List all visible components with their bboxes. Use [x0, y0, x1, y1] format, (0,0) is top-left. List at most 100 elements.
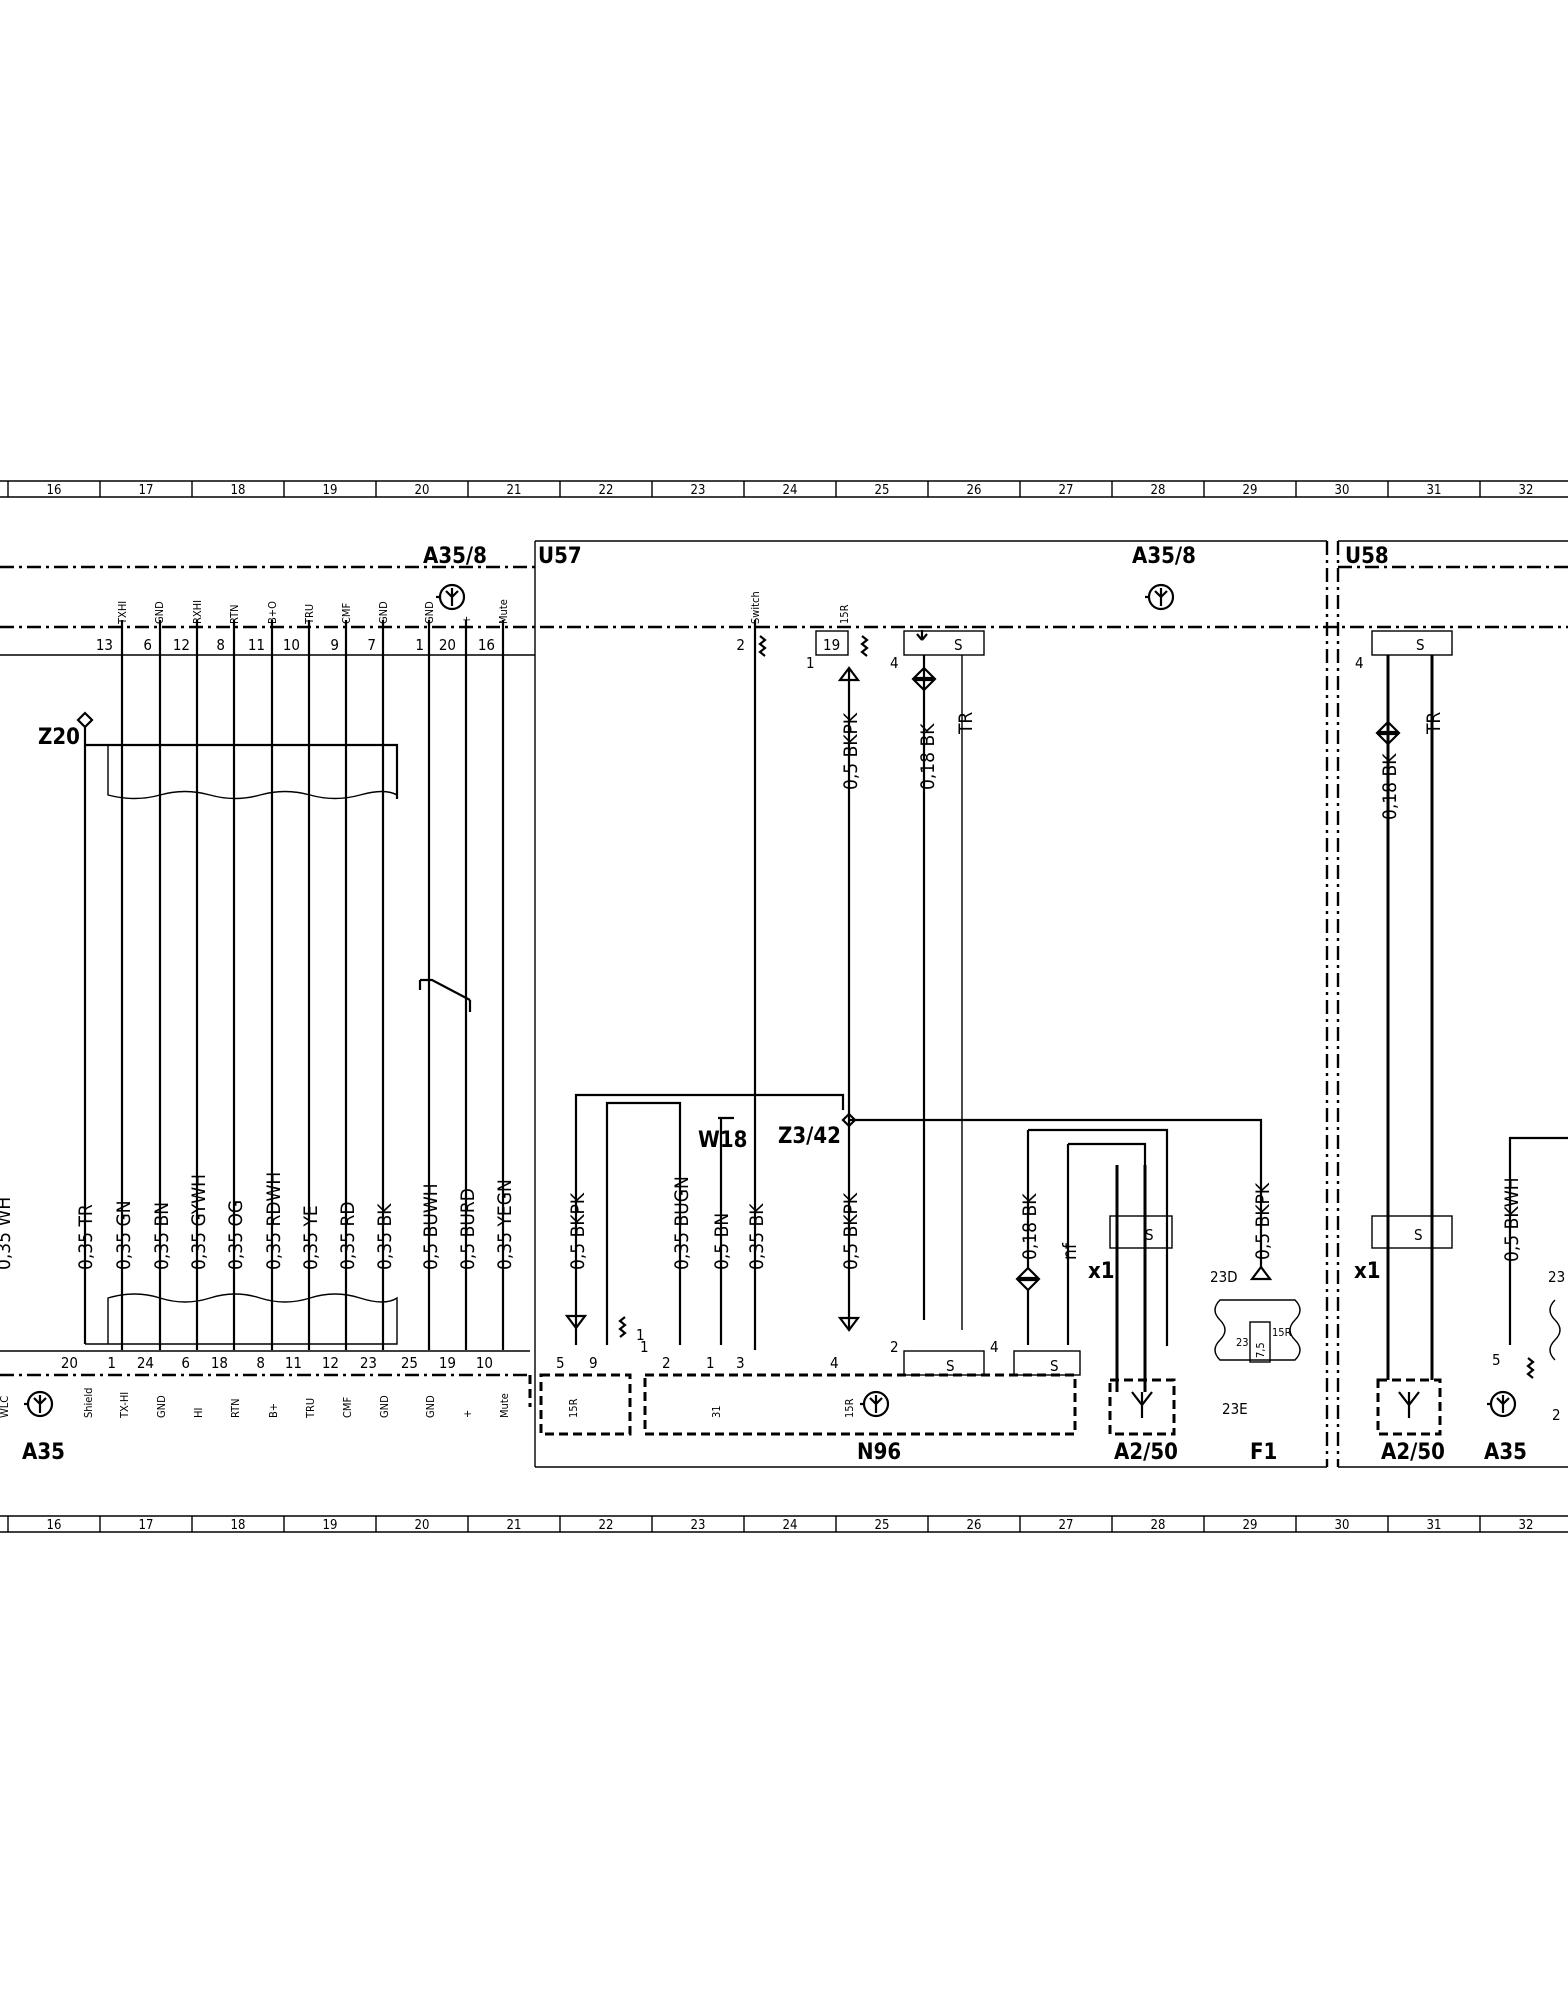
shield-pin: S [954, 636, 963, 654]
pin-name: 15R [843, 1398, 856, 1418]
fuse-icon: 23D 23E 23 7,5 15R [1210, 1268, 1301, 1418]
pin-number: 24 [137, 1354, 154, 1372]
z20-label: Z20 [38, 725, 80, 750]
wire-label: 0,18 BK [917, 723, 939, 790]
a35-8-pins: 13 TXHI 6 GND 12 RXHI 8 RTN 11 B+O 10 TR… [96, 599, 510, 655]
pin-number: 2 [662, 1354, 671, 1372]
pin-name: 15R [567, 1398, 580, 1418]
pin-name: + [460, 616, 473, 624]
f1-label: F1 [1250, 1440, 1277, 1465]
grid-col-label: 23 [691, 483, 706, 498]
pin-name: Mute [497, 599, 510, 624]
wire-labels-u58: 0,18 BK TR 0,5 BKWH [1379, 712, 1523, 1262]
u57-boundary [0, 540, 1568, 1468]
wire-label-partial: 0,35 WH [0, 1197, 15, 1270]
grid-col-label: 32 [1519, 483, 1534, 498]
grid-col-label: 18 [231, 1518, 246, 1533]
pin-number: 6 [143, 636, 152, 654]
wire-label: 0,35 BK [374, 1203, 396, 1270]
wire-label: 0,35 BK [746, 1203, 768, 1270]
pin-number: 1 [107, 1354, 116, 1372]
wire-label: 0,35 BN [151, 1202, 173, 1270]
pin-name: B+O [266, 601, 279, 624]
shield-pin: S [946, 1357, 955, 1375]
antenna-icon [1376, 1378, 1442, 1436]
x1-label-right: x1 [1354, 1259, 1381, 1284]
grid-col-label: 17 [139, 1518, 154, 1533]
coax-connector: S 4 [890, 630, 985, 672]
grid-col-label: 20 [415, 1518, 430, 1533]
pin-number: 19 [439, 1354, 456, 1372]
a2-50-label: A2/50 [1114, 1440, 1178, 1465]
grid-col-label: 28 [1151, 483, 1166, 498]
grid-col-label: 25 [875, 483, 890, 498]
wire-label: 0,5 BKPK [840, 1192, 862, 1270]
u58-label: U58 [1345, 544, 1389, 569]
pin-name: RXHI [191, 600, 204, 624]
pin-number: 5 [556, 1354, 565, 1372]
pin-name: TX-HI [118, 1392, 131, 1419]
wire-bundle-left [120, 655, 505, 1350]
grid-col-label: 31 [1427, 483, 1442, 498]
pin-name: HI [192, 1408, 205, 1418]
pin-number: 23 [360, 1354, 377, 1372]
grid-col-label: 27 [1059, 483, 1074, 498]
grid-col-label: 16 [47, 1518, 62, 1533]
pin-name: RTN [229, 1398, 242, 1418]
pin-number: 8 [256, 1354, 265, 1372]
pin-number: 6 [181, 1354, 190, 1372]
a35-8-label: A35/8 [423, 544, 487, 569]
grid-ruler-bottom: 16 17 18 19 20 21 22 23 24 25 26 27 28 2… [0, 1515, 1568, 1533]
pin-name: 31 [710, 1405, 723, 1418]
wire-label: 0,5 BKPK [567, 1192, 589, 1270]
pin-name: TRU [304, 1398, 317, 1419]
a2-50-label-right: A2/50 [1381, 1440, 1445, 1465]
pin-number: 4 [830, 1354, 839, 1372]
wire-label: 0,5 BURD [457, 1188, 479, 1270]
a35-label-right: A35 [1484, 1440, 1527, 1465]
pin-name: GND [423, 601, 436, 624]
wire-label: 0,35 OG [225, 1200, 247, 1270]
control-unit-icon [860, 1390, 890, 1418]
pin-number: 25 [401, 1354, 418, 1372]
grid-col-label: 21 [507, 483, 522, 498]
pin-name: CMF [341, 1397, 354, 1418]
wire-label: 0,35 RD [337, 1201, 359, 1270]
twisted-pair-mark [418, 978, 472, 1012]
pin-name: 15R [838, 604, 851, 624]
connector-number: 1 [636, 1326, 645, 1344]
wire-label: 0,5 BKWH [1501, 1177, 1523, 1262]
wire-label: 0,35 YE [300, 1205, 322, 1270]
connector-number: 4 [890, 654, 899, 672]
pin-name: + [461, 1410, 474, 1418]
fuse-label: 23D [1210, 1268, 1238, 1286]
pin-number: 7 [367, 636, 376, 654]
pin-name: GND [377, 601, 390, 624]
grid-col-label: 23 [691, 1518, 706, 1533]
pin-name: CMF [340, 603, 353, 624]
shield-pin: S [1145, 1226, 1154, 1244]
pin-number: 9 [589, 1354, 598, 1372]
pin-name: Mute [498, 1393, 511, 1418]
grid-col-label: 26 [967, 1518, 982, 1533]
wire-label: 0,35 RDWH [263, 1172, 285, 1270]
grid-col-label: 30 [1335, 483, 1350, 498]
pin-15r-connector: 5 15R 9 1 [539, 1338, 649, 1436]
wire-label: 0,35 BUGN [671, 1176, 693, 1270]
pin-number: 8 [216, 636, 225, 654]
grid-col-label: 24 [783, 483, 798, 498]
grid-col-label: 29 [1243, 483, 1258, 498]
grid-col-label: 26 [967, 483, 982, 498]
pin-number: 9 [330, 636, 339, 654]
fuse-rating: 7,5 [1254, 1342, 1267, 1358]
pin-number: 18 [211, 1354, 228, 1372]
u57-label: U57 [538, 544, 582, 569]
pin-name-partial: WLC [0, 1396, 11, 1418]
fuse-label: 23 [1548, 1268, 1565, 1286]
fuse-label: 23 [1236, 1336, 1249, 1349]
wire-label: 0,35 TR [75, 1204, 97, 1270]
n96-connector: 2 1 31 3 4 15R 1 [636, 1326, 1077, 1436]
pin-name: TRU [303, 604, 316, 625]
pin-name: Switch [749, 591, 762, 624]
